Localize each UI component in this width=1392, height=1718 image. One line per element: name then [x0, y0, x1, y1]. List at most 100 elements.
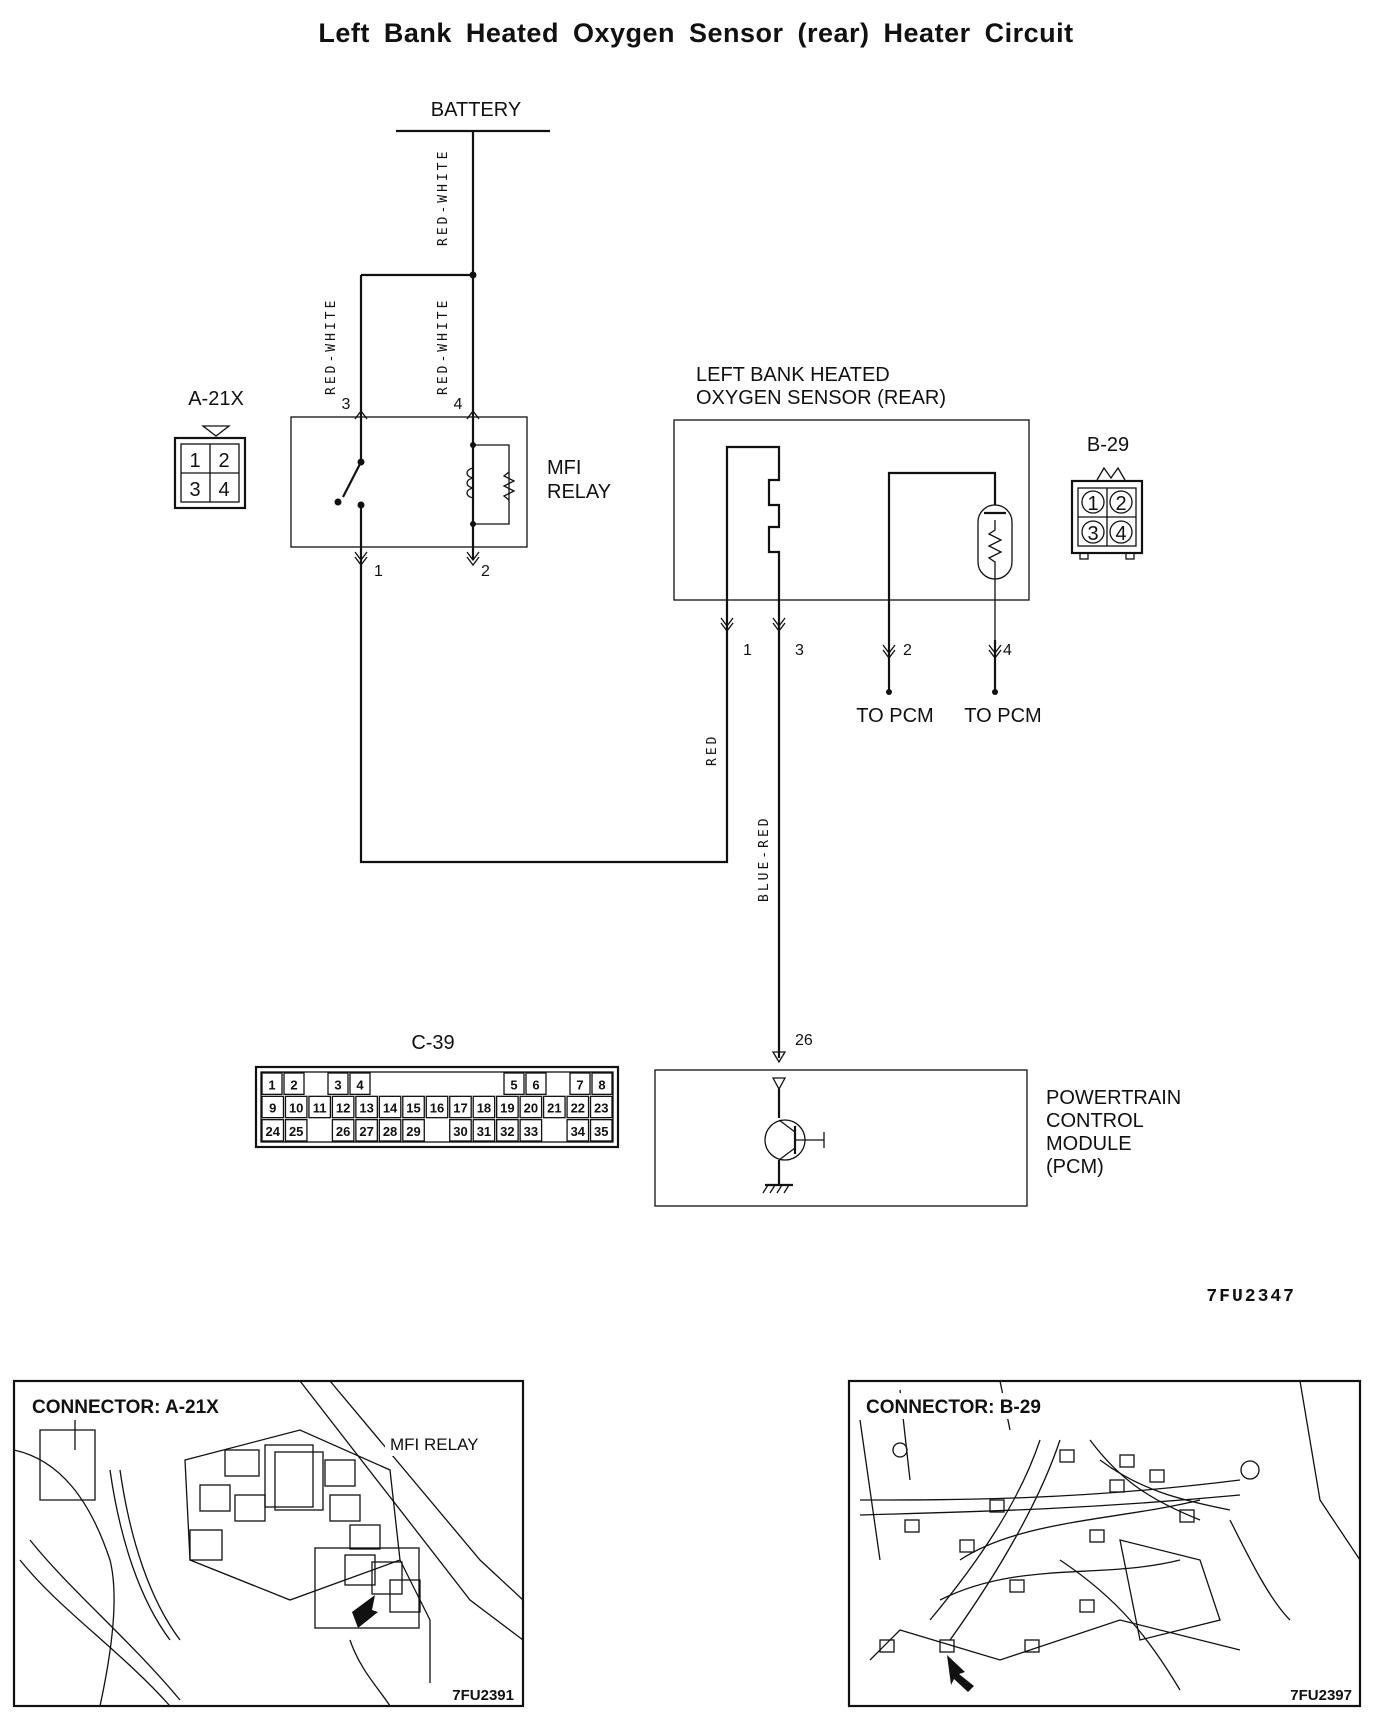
b29-connector-icon: 1 2 3 4	[1070, 466, 1144, 560]
battery-wire-label: RED-WHITE	[436, 149, 451, 246]
figure-code: 7FU2347	[1206, 1287, 1296, 1307]
relay-label-1: MFI	[547, 457, 581, 479]
c39-pin-label: 13	[359, 1101, 373, 1116]
c39-cell	[378, 1119, 402, 1142]
c39-pin-label: 31	[477, 1124, 491, 1139]
to-pcm-label-1: TO PCM	[856, 705, 933, 727]
c39-cell	[525, 1072, 547, 1095]
sensor-pin-3: 3	[795, 642, 804, 659]
oxygen-sensor-box	[673, 419, 1030, 601]
c39-cell	[327, 1072, 349, 1095]
c39-cell	[589, 1095, 613, 1119]
a21x-pin-2: 2	[218, 450, 229, 472]
relay-pin-3: 3	[342, 396, 351, 413]
c39-cell	[425, 1095, 449, 1119]
c39-cell	[496, 1095, 519, 1119]
pcm-label-1: POWERTRAIN	[1046, 1087, 1181, 1109]
c39-pin-label: 4	[356, 1077, 364, 1092]
c39-pin-label: 30	[453, 1124, 467, 1139]
pcm-pin-26: 26	[795, 1032, 813, 1049]
c39-cell	[589, 1119, 613, 1142]
c39-cell	[283, 1072, 305, 1095]
b29-pin-2: 2	[1115, 493, 1126, 515]
c39-cell	[402, 1119, 425, 1142]
photo-b29-title: CONNECTOR: B-29	[866, 1397, 1041, 1418]
ground-icon	[762, 1183, 793, 1194]
photo-a21x-callout: MFI RELAY	[390, 1435, 478, 1454]
relay-pin4-wire-label: RED-WHITE	[436, 298, 451, 395]
c39-pin-label: 3	[334, 1077, 341, 1092]
c39-pin-label: 29	[406, 1124, 420, 1139]
c39-cell	[542, 1095, 566, 1119]
b29-pin-4: 4	[1115, 523, 1126, 545]
c39-cell	[519, 1119, 543, 1142]
c39-cell	[402, 1095, 425, 1119]
relay-resistor-icon	[502, 471, 516, 501]
c39-cell	[284, 1119, 308, 1142]
c39-pin-label: 22	[571, 1101, 585, 1116]
pcm-label-2: CONTROL	[1046, 1110, 1144, 1132]
c39-pin-label: 24	[265, 1124, 280, 1139]
c39-pin-label: 23	[594, 1101, 608, 1116]
c39-cell	[261, 1095, 285, 1119]
sensor-pin-4: 4	[1003, 642, 1012, 659]
c39-pin-label: 25	[289, 1124, 303, 1139]
c39-pin-label: 20	[524, 1101, 538, 1116]
c39-cell	[566, 1095, 590, 1119]
relay-pin3-wire-label: RED-WHITE	[324, 298, 339, 395]
c39-pin-label: 16	[430, 1101, 444, 1116]
red-wire	[359, 560, 729, 864]
pcm-box	[654, 1069, 1028, 1207]
to-pcm-label-2: TO PCM	[964, 705, 1041, 727]
a21x-pin-4: 4	[218, 479, 229, 501]
mfi-relay-box	[290, 416, 528, 548]
sensor-label-2: OXYGEN SENSOR (REAR)	[696, 387, 946, 409]
c39-cell	[378, 1095, 402, 1119]
c39-cell	[308, 1095, 332, 1119]
c39-pin-label: 6	[532, 1077, 539, 1092]
a21x-pin-1: 1	[189, 450, 200, 472]
c39-pin-label: 32	[500, 1124, 514, 1139]
c39-pin-label: 33	[524, 1124, 538, 1139]
relay-pin-4: 4	[454, 396, 463, 413]
c39-cell	[496, 1119, 519, 1142]
c39-cell	[261, 1072, 283, 1095]
c39-cell	[331, 1119, 355, 1142]
c39-pin-label: 27	[359, 1124, 373, 1139]
c39-pin-label: 19	[500, 1101, 514, 1116]
c39-name: C-39	[411, 1032, 454, 1054]
c39-cell	[472, 1119, 496, 1142]
c39-cell	[569, 1072, 591, 1095]
a21x-pin-3: 3	[189, 479, 200, 501]
photo-a21x-title: CONNECTOR: A-21X	[32, 1397, 219, 1418]
pcm-label-4: (PCM)	[1046, 1156, 1104, 1178]
relay-coil-icon	[466, 467, 474, 499]
c39-pin-label: 5	[510, 1077, 517, 1092]
a21x-connector-icon: 1 2 3 4	[173, 436, 247, 510]
b29-pin-1: 1	[1087, 493, 1098, 515]
sensor-label-1: LEFT BANK HEATED	[696, 364, 890, 386]
photo-b29-arrow-icon	[947, 1655, 974, 1692]
c39-pin-label: 7	[576, 1077, 583, 1092]
c39-pin-label: 2	[290, 1077, 297, 1092]
photo-a21x: CONNECTOR: A-21X MFI RELAY 7FU2391	[12, 1379, 525, 1708]
b29-pin-3: 3	[1087, 523, 1098, 545]
c39-cell	[519, 1095, 543, 1119]
c39-cell	[284, 1095, 308, 1119]
sensor-heater-icon	[725, 445, 781, 640]
pcm-label-3: MODULE	[1046, 1133, 1132, 1155]
c39-pin-label: 14	[383, 1101, 398, 1116]
c39-pin-label: 17	[453, 1101, 467, 1116]
relay-label-2: RELAY	[547, 481, 611, 503]
sensor-pin-1: 1	[743, 642, 752, 659]
c39-cell	[449, 1095, 472, 1119]
photo-a21x-arrow-icon	[352, 1595, 378, 1628]
a21x-key-icon	[201, 425, 231, 437]
c39-cell	[331, 1095, 355, 1119]
c39-cell	[566, 1119, 590, 1142]
b29-name: B-29	[1087, 434, 1129, 456]
c39-pin-label: 15	[406, 1101, 420, 1116]
c39-pin-label: 34	[571, 1124, 586, 1139]
relay-pin-2: 2	[481, 563, 490, 580]
